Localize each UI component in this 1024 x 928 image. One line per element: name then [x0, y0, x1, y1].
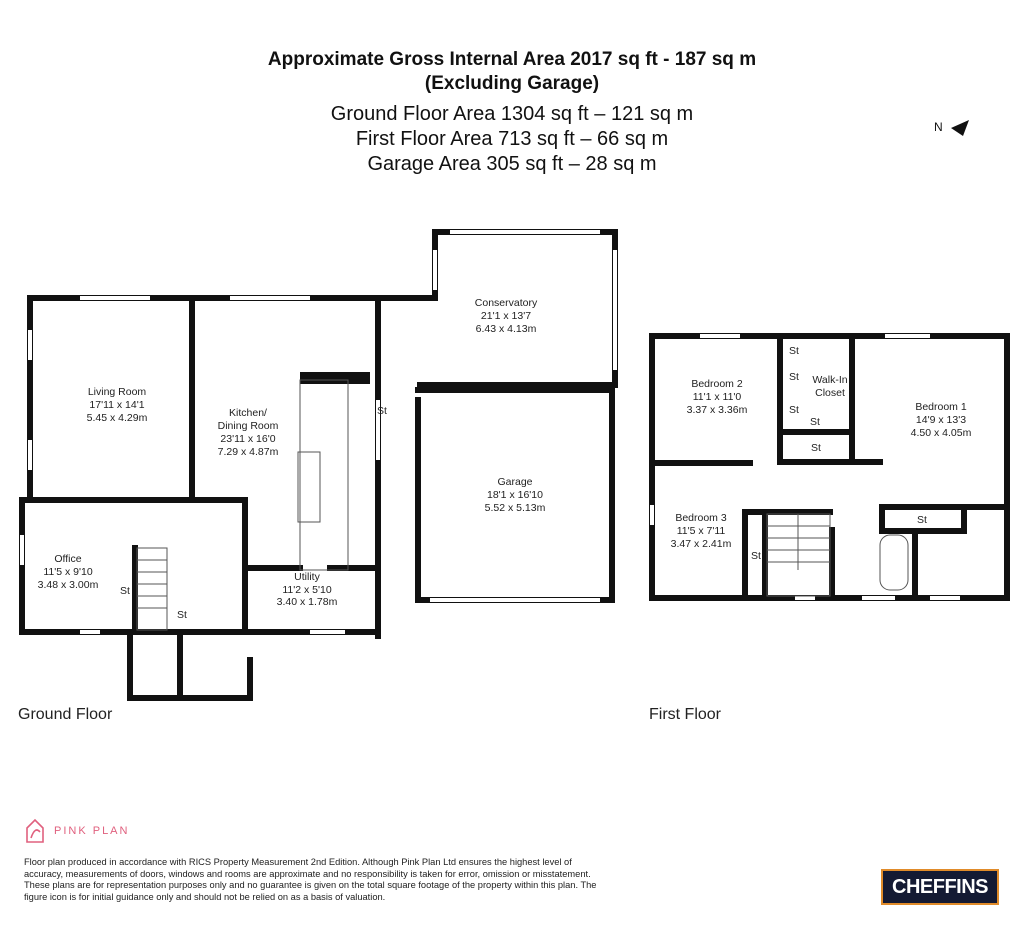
storage-label: St — [810, 416, 820, 428]
ground-floor-stairs — [136, 379, 349, 631]
room-bedroom-2: Bedroom 2 11'1 x 11'0 3.37 x 3.36m — [687, 378, 748, 416]
room-size-metric: 3.48 x 3.00m — [38, 579, 99, 591]
north-indicator: N — [934, 118, 971, 138]
room-name: Kitchen/ — [229, 407, 267, 419]
first-floor-area: First Floor Area 713 sq ft – 66 sq m — [355, 128, 669, 150]
room-size-metric: 3.40 x 1.78m — [277, 596, 338, 608]
storage-label: St — [811, 442, 821, 454]
room-size-imperial: 11'2 x 5'10 — [282, 584, 332, 596]
room-size-metric: 7.29 x 4.87m — [218, 446, 279, 458]
north-label: N — [934, 120, 943, 135]
room-name: Bedroom 1 — [915, 401, 967, 413]
room-size-imperial: 18'1 x 16'10 — [487, 489, 543, 501]
ground-floor-label: Ground Floor — [18, 706, 113, 723]
room-size-metric: 5.45 x 4.29m — [87, 412, 148, 424]
room-name: Garage — [497, 476, 532, 488]
room-utility: Utility 11'2 x 5'10 3.40 x 1.78m — [277, 571, 338, 608]
cheffins-logo: CHEFFINS — [881, 869, 999, 905]
room-name: Utility — [294, 571, 320, 583]
pink-plan-logo: PINK PLAN — [24, 818, 129, 844]
ground-floor-windows — [20, 230, 617, 634]
room-name: Living Room — [88, 386, 147, 398]
room-name: Dining Room — [218, 420, 279, 432]
ground-floor-area: Ground Floor Area 1304 sq ft – 121 sq m — [330, 103, 694, 125]
room-garage: Garage 18'1 x 16'10 5.52 x 5.13m — [485, 476, 546, 514]
room-size-imperial: 11'5 x 9'10 — [43, 566, 93, 578]
room-size-imperial: 17'11 x 14'1 — [89, 399, 144, 411]
room-name: Office — [54, 553, 81, 565]
room-size-imperial: 21'1 x 13'7 — [481, 310, 531, 322]
first-floor-label: First Floor — [649, 706, 721, 723]
storage-label: St — [789, 345, 799, 357]
storage-label: St — [751, 550, 761, 562]
room-kitchen: Kitchen/ Dining Room 23'11 x 16'0 7.29 x… — [218, 407, 279, 458]
room-office: Office 11'5 x 9'10 3.48 x 3.00m — [38, 553, 99, 591]
room-size-metric: 6.43 x 4.13m — [476, 323, 537, 335]
storage-label: St — [177, 609, 187, 621]
garage-area: Garage Area 305 sq ft – 28 sq m — [367, 153, 657, 175]
room-size-imperial: 11'5 x 7'11 — [677, 525, 726, 537]
first-floor-windows — [650, 334, 960, 600]
room-size-metric: 3.47 x 2.41m — [671, 538, 732, 550]
area-summary: Ground Floor Area 1304 sq ft – 121 sq m … — [0, 102, 1024, 177]
north-arrow-icon — [951, 120, 970, 136]
first-floor-stairs — [766, 513, 909, 597]
room-size-metric: 5.52 x 5.13m — [485, 502, 546, 514]
gross-area-title: Approximate Gross Internal Area 2017 sq … — [267, 49, 757, 70]
room-bedroom-1: Bedroom 1 14'9 x 13'3 4.50 x 4.05m — [911, 401, 972, 439]
storage-label: St — [120, 585, 130, 597]
first-floor-walls — [649, 333, 1010, 601]
room-walk-in-closet: Walk-In Closet — [812, 374, 847, 399]
pink-plan-brand: PINK PLAN — [54, 825, 130, 837]
room-living: Living Room 17'11 x 14'1 5.45 x 4.29m — [87, 386, 148, 424]
storage-label: St — [917, 514, 927, 526]
room-name: Conservatory — [475, 297, 538, 309]
room-size-imperial: 23'11 x 16'0 — [220, 433, 275, 445]
excluding-garage-note: (Excluding Garage) — [424, 73, 600, 94]
header-title: Approximate Gross Internal Area 2017 sq … — [0, 48, 1024, 96]
room-name: Walk-In — [812, 374, 847, 386]
storage-label: St — [377, 405, 387, 417]
room-size-imperial: 11'1 x 11'0 — [693, 391, 742, 403]
house-logo-icon — [26, 818, 44, 843]
room-conservatory: Conservatory 21'1 x 13'7 6.43 x 4.13m — [475, 297, 538, 335]
room-size-imperial: 14'9 x 13'3 — [916, 414, 966, 426]
room-size-metric: 3.37 x 3.36m — [687, 404, 748, 416]
room-bedroom-3: Bedroom 3 11'5 x 7'11 3.47 x 2.41m — [671, 512, 732, 550]
room-name: Bedroom 2 — [691, 378, 743, 390]
room-name: Bedroom 3 — [675, 512, 727, 524]
storage-label: St — [789, 404, 799, 416]
disclaimer: Floor plan produced in accordance with R… — [24, 857, 597, 902]
storage-label: St — [789, 371, 799, 383]
room-name: Closet — [815, 387, 845, 399]
room-size-metric: 4.50 x 4.05m — [911, 427, 972, 439]
